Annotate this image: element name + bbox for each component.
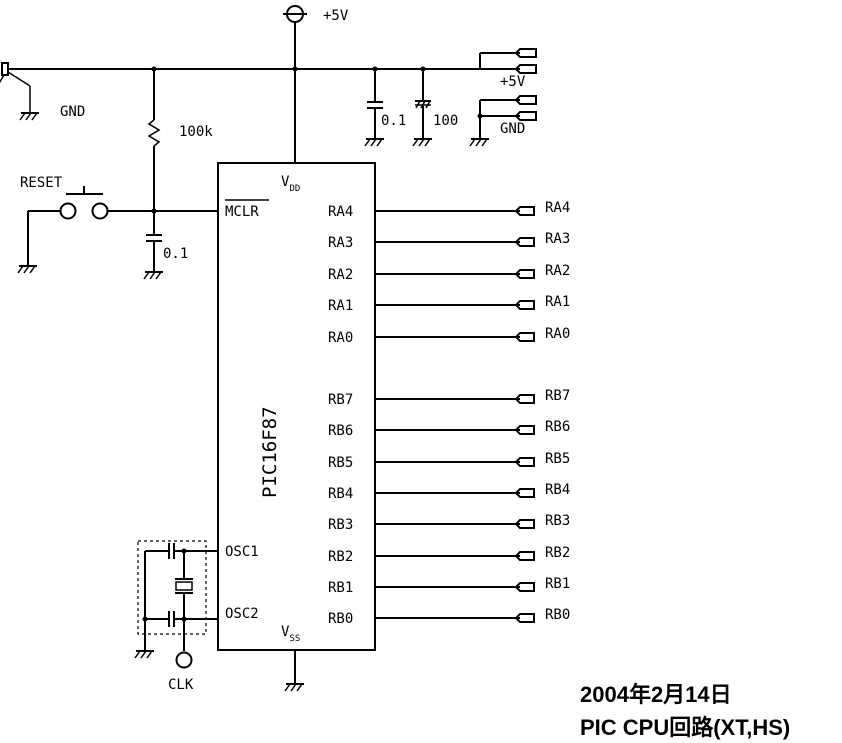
pin-rb6-out-label: RB6: [545, 419, 570, 435]
caption-date: 2004年2月14日: [580, 682, 732, 707]
pin-rb5: RB5 RB5: [328, 451, 570, 471]
pin-ra1-connector: [514, 300, 535, 310]
pin-ra1-out-label: RA1: [545, 294, 570, 310]
chip-name: PIC16F87: [259, 406, 281, 498]
pin-rb3: RB3 RB3: [328, 513, 570, 533]
pin-ra3: RA3 RA3: [328, 231, 570, 251]
pin-ra1-label: RA1: [328, 298, 353, 314]
chip-body: [217, 162, 376, 651]
pin-rb1: RB1 RB1: [328, 576, 570, 596]
pin-rb3-connector: [514, 519, 535, 529]
pin-ra0: RA0 RA0: [328, 326, 570, 346]
pin-rb1-label: RB1: [328, 580, 353, 596]
pin-ra4-connector: [514, 206, 535, 216]
pin-rb2: RB2 RB2: [328, 545, 570, 565]
pin-osc2-label: OSC2: [225, 606, 259, 622]
vcc-connector-label: +5V: [500, 74, 526, 90]
caption-title: PIC CPU回路(XT,HS): [580, 715, 790, 740]
vcc-output-connector: [479, 48, 537, 74]
pin-ra4: RA4 RA4: [328, 200, 570, 220]
pin-rb5-connector: [514, 457, 535, 467]
pin-rb3-label: RB3: [328, 517, 353, 533]
pin-ra0-connector: [514, 332, 535, 342]
pin-osc1-label: OSC1: [225, 544, 259, 560]
pin-rb6-label: RB6: [328, 423, 353, 439]
pullup-resistor: [147, 66, 161, 211]
pin-rb6-connector: [514, 425, 535, 435]
pin-rb4-out-label: RB4: [545, 482, 570, 498]
pin-ra2-out-label: RA2: [545, 263, 570, 279]
decoupling-capacitor: [364, 66, 385, 147]
pin-rb2-label: RB2: [328, 549, 353, 565]
pin-ra4-out-label: RA4: [545, 200, 570, 216]
gnd-label: GND: [60, 104, 85, 120]
pin-rb0-label: RB0: [328, 611, 353, 627]
vss-ground-icon: [284, 683, 305, 692]
vcc-supply-symbol: [283, 5, 307, 163]
pullup-resistor-label: 100k: [179, 124, 213, 140]
pin-vdd-label: VDD: [281, 174, 300, 194]
pin-ra3-connector: [514, 237, 535, 247]
pin-rb6: RB6 RB6: [328, 419, 570, 439]
oscillator-circuit: [134, 540, 218, 669]
pin-mclr-label: MCLR: [225, 204, 259, 220]
pin-rb1-out-label: RB1: [545, 576, 570, 592]
pin-ra0-label: RA0: [328, 330, 353, 346]
pin-rb7-out-label: RB7: [545, 388, 570, 404]
pin-rb3-out-label: RB3: [545, 513, 570, 529]
pin-ra4-label: RA4: [328, 204, 353, 220]
reset-switch-label: RESET: [20, 175, 63, 191]
pin-ra0-out-label: RA0: [545, 326, 570, 342]
electrolytic-capacitor-label: 100: [433, 113, 458, 129]
pin-rb7-label: RB7: [328, 392, 353, 408]
pin-rb4-label: RB4: [328, 486, 353, 502]
pin-rb0-connector: [514, 613, 535, 623]
power-input-jack: [0, 62, 40, 121]
pin-rb4-connector: [514, 488, 535, 498]
reset-capacitor: [143, 211, 164, 280]
pin-ra3-label: RA3: [328, 235, 353, 251]
pin-rb4: RB4 RB4: [328, 482, 570, 502]
gnd-output-connector: [469, 95, 537, 147]
electrolytic-capacitor: [412, 66, 433, 147]
pin-rb2-out-label: RB2: [545, 545, 570, 561]
pin-ra2: RA2 RA2: [328, 263, 570, 283]
pin-rb1-connector: [514, 582, 535, 592]
pin-rb0: RB0 RB0: [328, 607, 570, 627]
reset-capacitor-label: 0.1: [163, 246, 188, 262]
clock-out-label: CLK: [168, 677, 194, 693]
decoupling-capacitor-label: 0.1: [381, 113, 406, 129]
vcc-label: +5V: [323, 8, 349, 24]
pin-rb7-connector: [514, 394, 535, 404]
gnd-connector-label: GND: [500, 121, 525, 137]
pin-ra2-connector: [514, 269, 535, 279]
pin-rb5-label: RB5: [328, 455, 353, 471]
pin-rb5-out-label: RB5: [545, 451, 570, 467]
pin-rb0-out-label: RB0: [545, 607, 570, 623]
pin-ra3-out-label: RA3: [545, 231, 570, 247]
pin-ra2-label: RA2: [328, 267, 353, 283]
pin-vss-label: VSS: [281, 624, 300, 644]
pin-rb2-connector: [514, 551, 535, 561]
pin-ra1: RA1 RA1: [328, 294, 570, 314]
pin-rb7: RB7 RB7: [328, 388, 570, 408]
